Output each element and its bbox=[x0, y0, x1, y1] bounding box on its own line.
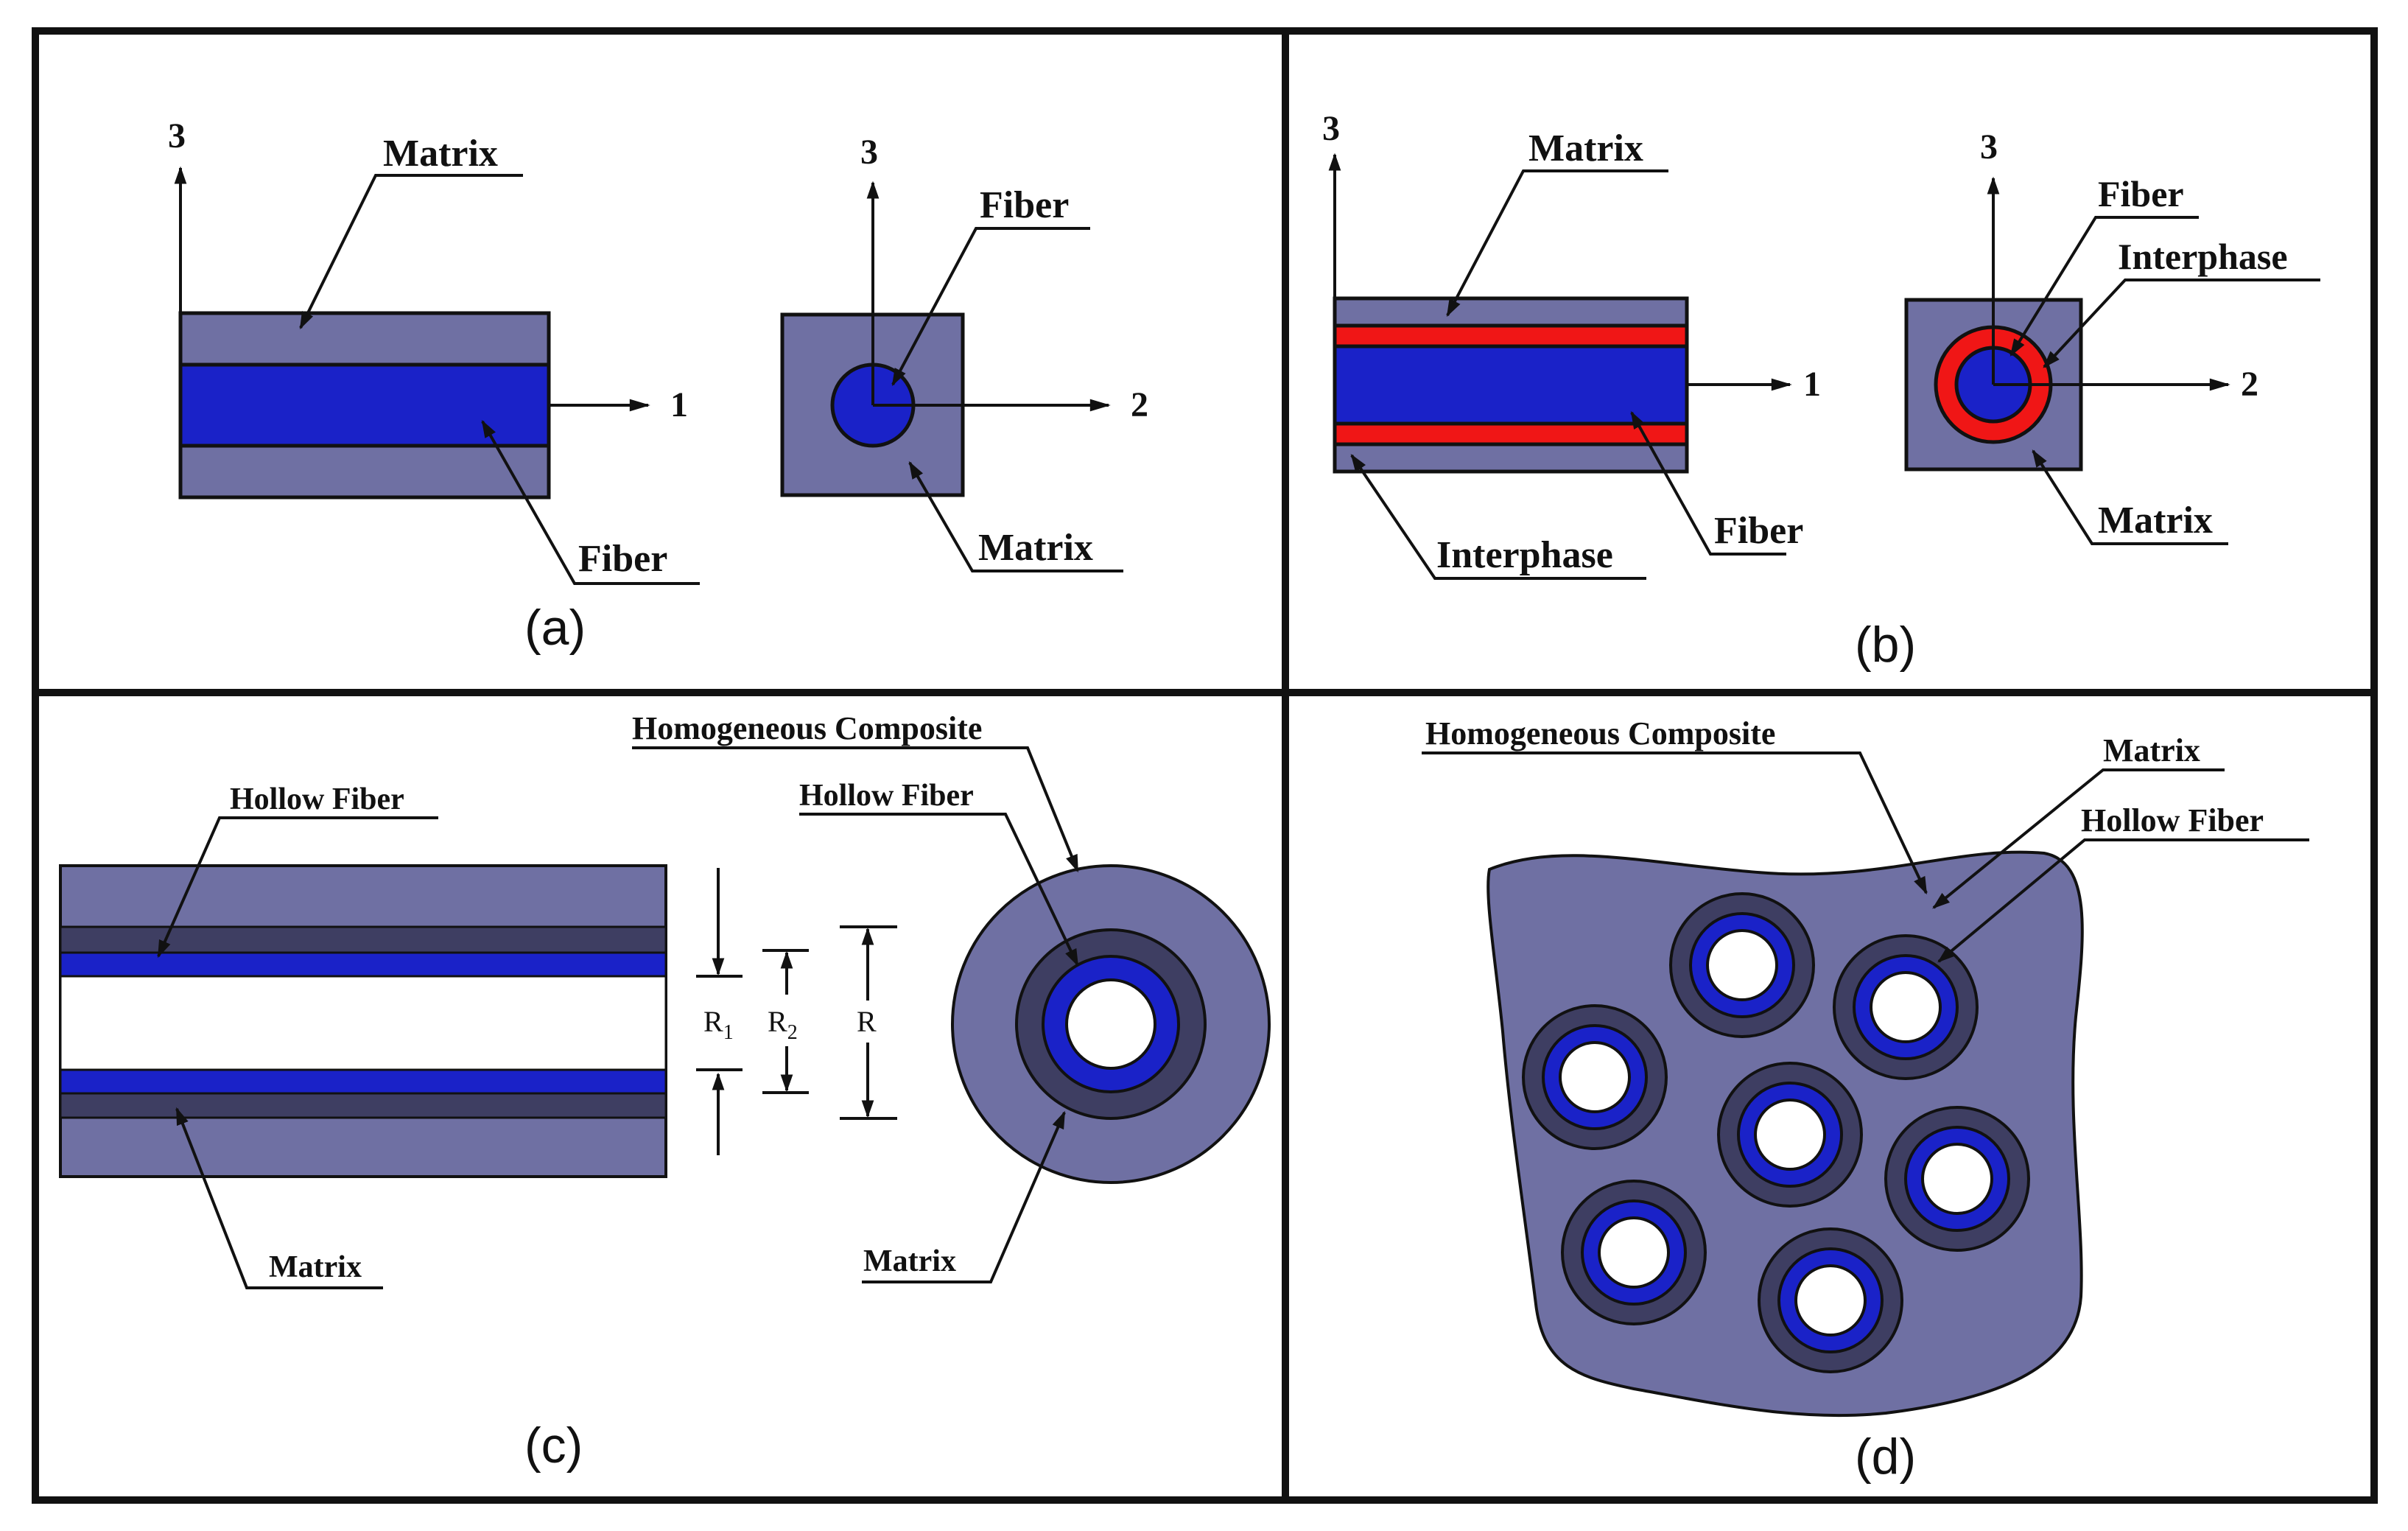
panel-d: Homogeneous Composite Matrix Hollow Fibe… bbox=[1422, 715, 2309, 1485]
matrix-band-top bbox=[59, 925, 667, 954]
matrix-label: Matrix bbox=[383, 133, 498, 175]
axis-2-label: 2 bbox=[2241, 365, 2258, 404]
panel-c-cross-section: Homogeneous Composite Hollow Fiber Matri… bbox=[632, 710, 1271, 1283]
hollow-fiber-unit bbox=[1833, 934, 1979, 1080]
hollow-fiber-unit bbox=[1522, 1004, 1668, 1150]
hollow-fiber-unit bbox=[1561, 1180, 1707, 1325]
hollow-core bbox=[59, 975, 667, 1071]
interphase-band-top bbox=[1333, 323, 1689, 348]
panel-d-caption: (d) bbox=[1855, 1429, 1916, 1485]
panel-a-caption: (a) bbox=[524, 600, 586, 656]
matrix-label: Matrix bbox=[269, 1250, 362, 1284]
matrix-label: Matrix bbox=[2098, 500, 2213, 542]
hollow-fiber-unit bbox=[1669, 892, 1815, 1038]
matrix-leader bbox=[862, 1110, 1066, 1283]
fiber-leader bbox=[891, 227, 1090, 387]
matrix-leader bbox=[2032, 449, 2228, 545]
fiber-band bbox=[178, 362, 551, 448]
r2-label: R2 bbox=[768, 1005, 798, 1044]
matrix-leader bbox=[1446, 169, 1668, 318]
panel-c: Hollow Fiber Matrix R1 R2 R bbox=[59, 710, 1271, 1474]
panel-b: 3 1 Matrix Interphase Fiber 3 2 Fiber In… bbox=[1322, 109, 2320, 673]
hollow-core bbox=[1065, 978, 1156, 1070]
interphase-leader bbox=[2043, 278, 2320, 368]
fiber-label: Fiber bbox=[578, 538, 667, 580]
panel-frame bbox=[32, 27, 2378, 1504]
fiber-leader bbox=[1630, 410, 1786, 556]
panel-b-longitudinal-view: 3 1 Matrix Interphase Fiber bbox=[1322, 109, 1821, 580]
interphase-band-bottom bbox=[1333, 421, 1689, 446]
matrix-leader bbox=[299, 174, 523, 330]
hollow-core bbox=[1559, 1041, 1631, 1113]
axis-2-label: 2 bbox=[1131, 385, 1148, 424]
panel-a-cross-section: 3 2 Fiber Matrix bbox=[780, 133, 1148, 572]
axis-1-label: 1 bbox=[1803, 365, 1821, 404]
matrix-leader bbox=[175, 1107, 383, 1289]
fiber-label: Fiber bbox=[980, 184, 1069, 226]
matrix-label: Matrix bbox=[1528, 127, 1643, 169]
panel-a: 3 1 Matrix Fiber 3 2 Fiber Matrix (a) bbox=[168, 116, 1148, 656]
hollow-fiber-unit bbox=[1758, 1227, 1903, 1373]
panel-b-caption: (b) bbox=[1855, 617, 1916, 673]
fiber-leader bbox=[481, 419, 700, 585]
hollow-fiber-unit bbox=[1884, 1106, 2030, 1252]
panel-a-longitudinal-view: 3 1 Matrix Fiber bbox=[168, 116, 700, 585]
hollow-core bbox=[1706, 929, 1778, 1001]
homogeneous-leader bbox=[632, 746, 1079, 873]
hollow-fiber-label: Hollow Fiber bbox=[230, 782, 404, 816]
hollow-fiber-unit bbox=[1717, 1062, 1863, 1208]
axis-3-label: 3 bbox=[1980, 127, 1998, 167]
fiber-band-bottom bbox=[59, 1068, 667, 1095]
matrix-leader bbox=[1932, 768, 2225, 909]
homogeneous-label: Homogeneous Composite bbox=[632, 710, 982, 746]
hollow-fiber-label: Hollow Fiber bbox=[799, 779, 974, 813]
hollow-core bbox=[1754, 1099, 1826, 1171]
hollow-core bbox=[1870, 971, 1942, 1043]
hollow-core bbox=[1921, 1143, 1993, 1215]
axis-3-label: 3 bbox=[168, 116, 186, 155]
interphase-label: Interphase bbox=[1436, 534, 1613, 576]
matrix-label: Matrix bbox=[2103, 732, 2200, 768]
interphase-label: Interphase bbox=[2118, 236, 2288, 277]
fiber-band-top bbox=[59, 951, 667, 978]
panel-c-longitudinal-view: Hollow Fiber Matrix bbox=[59, 782, 667, 1289]
hollow-core bbox=[1598, 1216, 1670, 1289]
panel-b-cross-section: 3 2 Fiber Interphase Matrix bbox=[1904, 127, 2320, 545]
hollow-fiber-array bbox=[1522, 892, 2030, 1373]
axis-3-label: 3 bbox=[1322, 109, 1340, 148]
hollow-fiber-leader bbox=[799, 813, 1079, 967]
r-label: R bbox=[857, 1005, 877, 1038]
fiber-label: Fiber bbox=[1714, 510, 1803, 552]
fiber-label: Fiber bbox=[2098, 173, 2184, 214]
homogeneous-label: Homogeneous Composite bbox=[1425, 715, 1775, 752]
matrix-band-bottom bbox=[59, 1092, 667, 1119]
fiber-band bbox=[1333, 344, 1689, 426]
matrix-label: Matrix bbox=[863, 1244, 956, 1278]
hollow-fiber-label: Hollow Fiber bbox=[2081, 802, 2264, 838]
panel-c-dimensions: R1 R2 R bbox=[696, 868, 897, 1155]
matrix-label: Matrix bbox=[978, 527, 1093, 569]
matrix-leader bbox=[908, 460, 1123, 572]
axis-1-label: 1 bbox=[670, 385, 688, 424]
panel-c-caption: (c) bbox=[524, 1418, 583, 1474]
homogeneous-leader bbox=[1422, 752, 1928, 895]
hollow-fiber-leader bbox=[1937, 838, 2309, 963]
axis-3-label: 3 bbox=[860, 133, 878, 172]
hollow-core bbox=[1794, 1264, 1867, 1336]
fiber-leader bbox=[2009, 216, 2199, 357]
hollow-fiber-leader bbox=[157, 816, 438, 959]
r1-label: R1 bbox=[703, 1005, 734, 1044]
interphase-leader bbox=[1350, 454, 1646, 580]
